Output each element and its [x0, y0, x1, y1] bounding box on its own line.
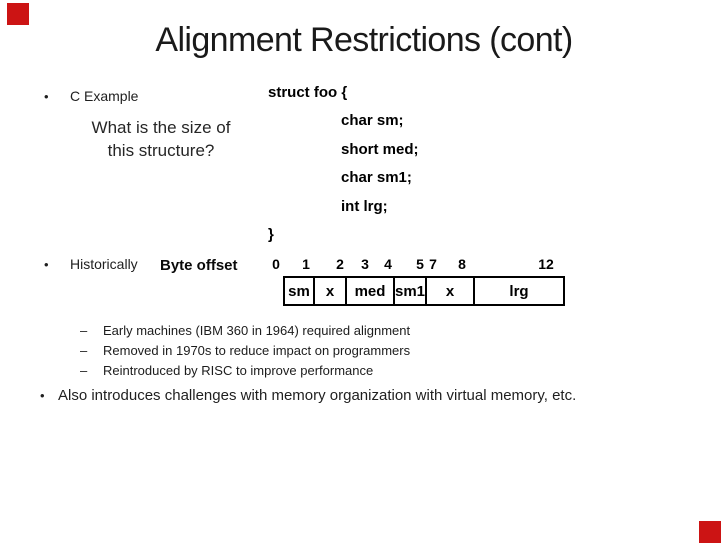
red-corner-marker-bottom-right [699, 521, 721, 543]
code-line-int-lrg: int lrg; [341, 197, 388, 215]
dash-icon: – [80, 343, 88, 358]
sub-bullet-early-machines: – Early machines (IBM 360 in 1964) requi… [80, 321, 410, 341]
question-line-1: What is the size of [91, 118, 231, 137]
red-corner-marker-top-left [7, 3, 29, 25]
question-text-block: What is the size of this structure? [61, 116, 261, 162]
sub-bullet-reintroduced-risc: – Reintroduced by RISC to improve perfor… [80, 361, 410, 381]
offset-tick-4: 4 [384, 256, 392, 272]
sub-bullet-label: Removed in 1970s to reduce impact on pro… [103, 343, 411, 358]
memory-cell-sm1: sm1 [393, 278, 425, 304]
memory-cell-med: med [345, 278, 393, 304]
byte-offset-label: Byte offset [160, 257, 238, 274]
sub-bullet-label: Reintroduced by RISC to improve performa… [103, 363, 374, 378]
sub-bullet-list: – Early machines (IBM 360 in 1964) requi… [80, 321, 410, 381]
bullet-historically-label: Historically [70, 256, 138, 272]
memory-cell-sm: sm [288, 282, 310, 300]
bullet-icon: • [40, 388, 45, 403]
slide-title: Alignment Restrictions (cont) [155, 21, 573, 59]
memory-cell-pad-x1: x [313, 278, 345, 304]
code-line-short-med: short med; [341, 140, 419, 158]
bullet-also-introduces: • Also introduces challenges with memory… [40, 387, 576, 404]
dash-icon: – [80, 363, 88, 378]
offset-tick-2: 2 [336, 256, 344, 272]
bullet-historically: • Historically [44, 256, 138, 273]
offset-tick-0: 0 [272, 256, 280, 272]
question-line-2: this structure? [107, 141, 215, 160]
code-line-char-sm: char sm; [341, 112, 404, 130]
sub-bullet-removed-1970s: – Removed in 1970s to reduce impact on p… [80, 341, 410, 361]
sub-bullet-label: Early machines (IBM 360 in 1964) require… [103, 323, 411, 338]
struct-code-block: struct foo { char sm; short med; char sm… [268, 79, 419, 249]
offset-tick-7: 7 [429, 256, 437, 272]
bullet-also-introduces-label: Also introduces challenges with memory o… [58, 387, 577, 404]
offset-tick-5: 5 [416, 256, 424, 272]
offset-tick-12: 12 [538, 256, 554, 272]
code-line-char-sm1: char sm1; [341, 169, 412, 187]
code-line-struct-close: } [268, 226, 274, 244]
bullet-c-example-label: C Example [70, 88, 139, 104]
offset-tick-3: 3 [361, 256, 369, 272]
code-line-struct-open: struct foo { [268, 84, 348, 101]
bullet-icon: • [44, 89, 49, 104]
offset-tick-8: 8 [458, 256, 466, 272]
bullet-icon: • [44, 257, 49, 272]
dash-icon: – [80, 323, 88, 338]
offset-tick-1: 1 [302, 256, 310, 272]
memory-cell-lrg: lrg [473, 278, 563, 304]
memory-layout-table: sm x med sm1 x lrg [283, 276, 565, 306]
memory-cell-pad-x2: x [425, 278, 473, 304]
bullet-c-example: • C Example [44, 88, 138, 105]
